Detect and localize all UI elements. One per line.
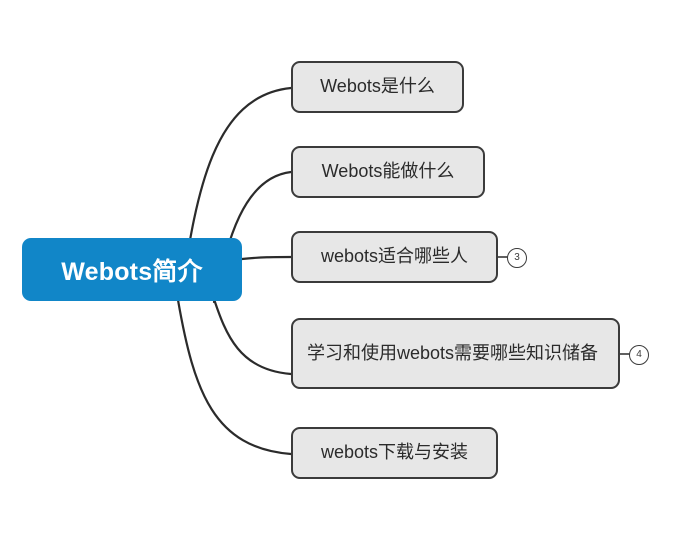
root-node-label: Webots简介 <box>61 257 203 286</box>
branch-node-label: webots下载与安装 <box>320 442 469 463</box>
branch-node-webots-download-install[interactable]: webots下载与安装 <box>291 427 498 479</box>
connector-to-branch-3 <box>240 255 293 261</box>
root-node[interactable]: Webots简介 <box>22 238 242 301</box>
branch-badge-3-label: 3 <box>514 252 520 263</box>
branch-node-webots-what-is[interactable]: Webots是什么 <box>291 61 464 113</box>
branch-node-label: webots适合哪些人 <box>320 246 469 267</box>
connector-to-branch-5 <box>176 298 293 456</box>
branch-badge-4[interactable]: 4 <box>629 345 649 365</box>
branch-node-webots-prerequisites[interactable]: 学习和使用webots需要哪些知识储备 <box>291 318 620 389</box>
branch-node-label: 学习和使用webots需要哪些知识储备 <box>307 342 599 363</box>
branch-node-webots-can-do[interactable]: Webots能做什么 <box>291 146 485 198</box>
branch-badge-4-label: 4 <box>636 349 642 360</box>
connector-to-branch-4 <box>211 294 293 376</box>
branch-node-label: Webots是什么 <box>320 76 435 97</box>
branch-node-webots-who-for[interactable]: webots适合哪些人 <box>291 231 498 283</box>
branch-badge-3[interactable]: 3 <box>507 248 527 268</box>
branch-node-label: Webots能做什么 <box>321 161 455 182</box>
